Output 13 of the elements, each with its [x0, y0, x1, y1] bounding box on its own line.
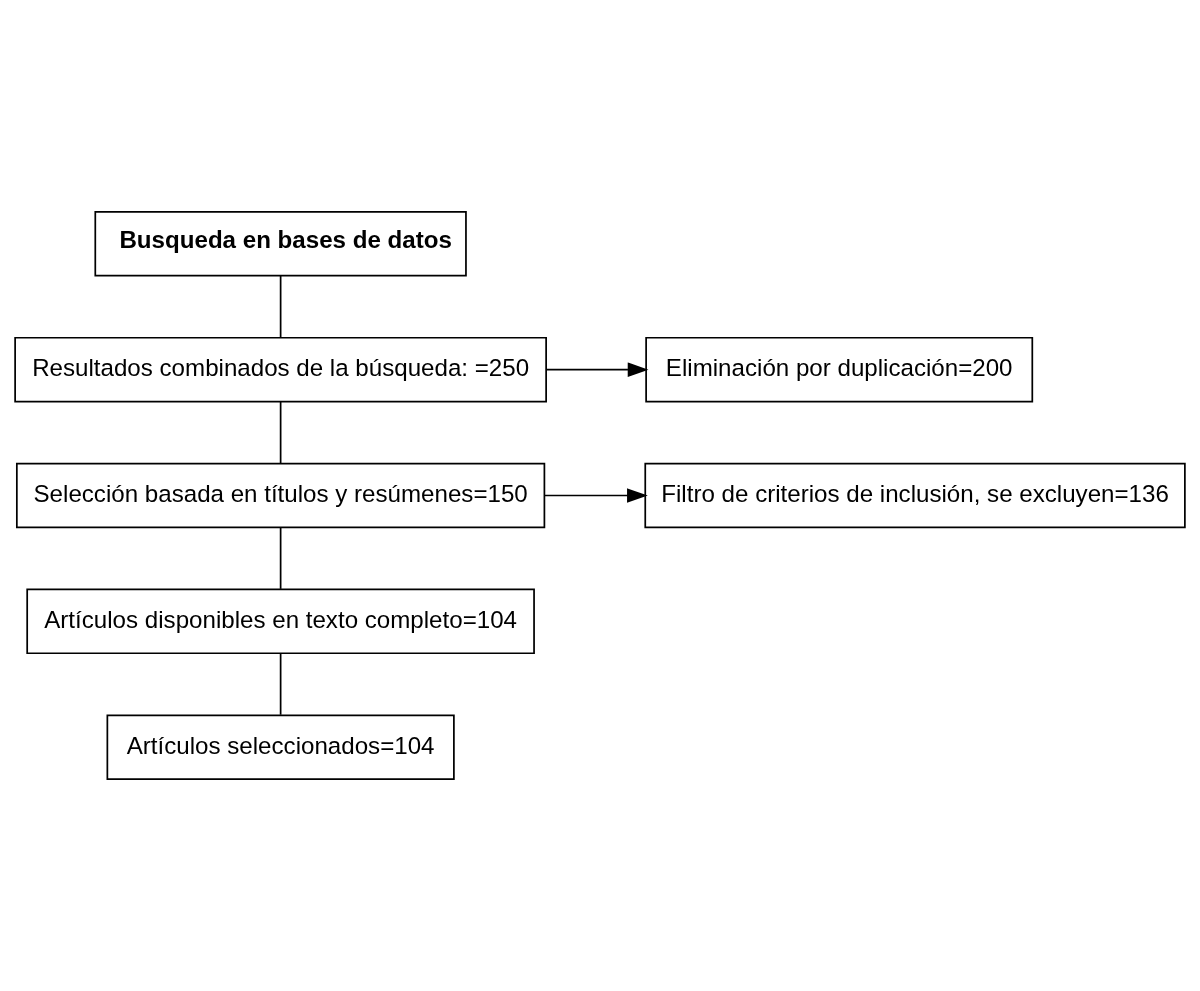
node-box: Artículos seleccionados=104 [106, 714, 455, 780]
node-box: Filtro de criterios de inclusión, se excluyen=136 [644, 462, 1186, 529]
node-box: Selección basada en títulos y resúmenes=150 [16, 462, 546, 529]
node-box: Resultados combinados de la búsqueda: =250 [14, 336, 547, 403]
connector [279, 526, 282, 590]
node-box: Busqueda en bases de datos [94, 211, 467, 277]
node-box: Eliminación por duplicación=200 [645, 336, 1034, 403]
arrow [543, 488, 648, 503]
arrow [545, 362, 649, 377]
connector [279, 652, 282, 716]
connector [279, 400, 282, 464]
connector [279, 274, 282, 339]
node-box: Artículos disponibles en texto completo=104 [26, 588, 535, 655]
